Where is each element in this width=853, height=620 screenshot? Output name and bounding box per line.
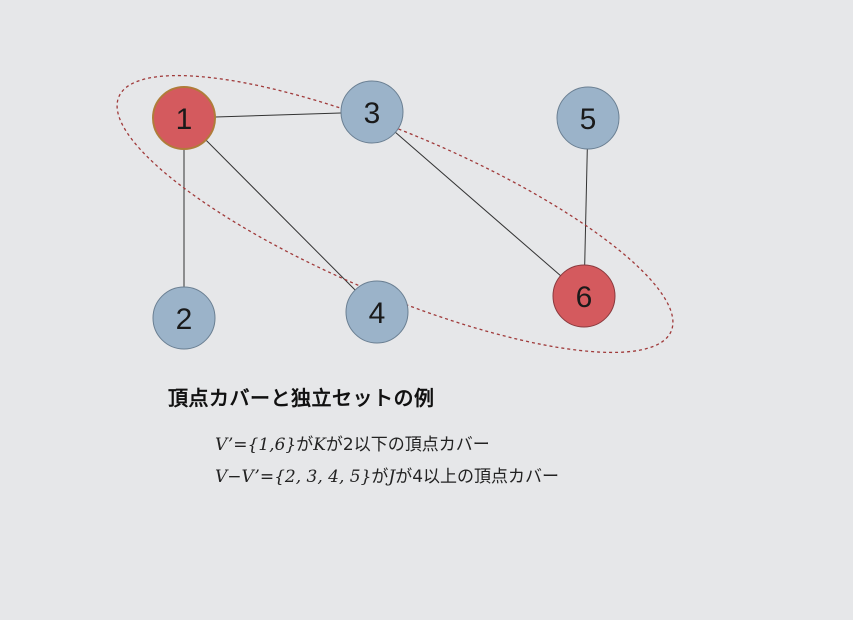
node-3-circle (340, 80, 404, 144)
node-3: 3 (340, 80, 404, 144)
node-2-circle (152, 286, 216, 350)
j-variable: J (388, 467, 396, 487)
cover-description: が2以下の頂点カバー (325, 435, 490, 455)
node-3-label: 3 (364, 97, 381, 130)
edge-3-6 (371, 111, 585, 297)
independent-set-text: V−V’={2, 3, 4, 5} (215, 467, 372, 487)
node-1: 1 (152, 86, 216, 150)
node-4-circle (345, 280, 409, 344)
node-6-circle (552, 264, 616, 328)
node-5-label: 5 (580, 103, 597, 136)
caption-line-1: V’={1,6}がKが2以下の頂点カバー (215, 430, 490, 455)
caption-title: 頂点カバーと独立セットの例 (168, 386, 435, 410)
node-1-circle (152, 86, 216, 150)
node-4-label: 4 (369, 297, 386, 330)
independent-description: が4以上の頂点カバー (395, 467, 560, 487)
cover-set-text: V’={1,6} (215, 435, 297, 455)
node-group: 1 2 3 4 5 6 (152, 80, 620, 350)
node-6: 6 (552, 264, 616, 328)
node-5-circle (556, 86, 620, 150)
k-variable: K (313, 435, 326, 455)
node-2: 2 (152, 286, 216, 350)
vertex-cover-ellipse (116, 74, 674, 354)
ga-text: が (296, 435, 314, 455)
node-1-label: 1 (176, 103, 193, 136)
node-4: 4 (345, 280, 409, 344)
ga-text: が (371, 467, 389, 487)
node-2-label: 2 (176, 303, 193, 336)
node-5: 5 (556, 86, 620, 150)
edge-1-4 (183, 117, 378, 313)
node-6-label: 6 (576, 281, 593, 314)
caption-line-2: V−V’={2, 3, 4, 5}がJが4以上の頂点カバー (215, 462, 559, 487)
